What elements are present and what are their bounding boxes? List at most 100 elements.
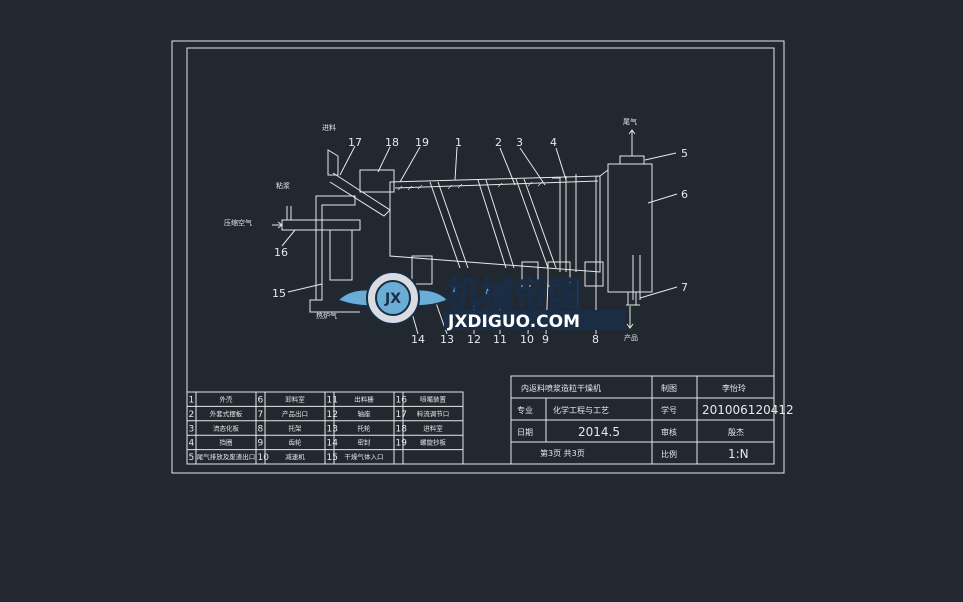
callout-12: 12: [467, 333, 481, 346]
parts-cell-name: 齿轮: [289, 438, 303, 447]
callout-11: 11: [493, 333, 507, 346]
parts-cell-no: 16: [396, 396, 408, 406]
leader-18: [377, 146, 391, 173]
product-outlet: [626, 292, 640, 306]
binder-inlet: [286, 206, 292, 220]
parts-cell-name: 外套式摆板: [210, 409, 243, 418]
watermark-en: JXDIGUO.COM: [447, 312, 580, 332]
parts-cell-name: 螺旋抄板: [420, 438, 447, 447]
parts-cell-name: 卸料室: [285, 395, 305, 404]
callout-1: 1: [455, 136, 462, 149]
parts-cell-no: 8: [258, 424, 264, 434]
callout-2: 2: [495, 136, 502, 149]
dryer-drawing: [272, 129, 678, 335]
helical-flights: [429, 178, 557, 269]
feed-chamber: [359, 169, 395, 193]
gear-hub-icon: [375, 280, 411, 316]
leader-15: [287, 283, 323, 293]
callout-10: 10: [520, 333, 534, 346]
callout-18: 18: [385, 136, 399, 149]
parts-cell-name: 产品出口: [282, 409, 308, 418]
parts-cell-name: 托架: [289, 423, 303, 432]
parts-cell-no: 2: [189, 410, 195, 420]
watermark-logo: JX 机械帝国 JXDIGUO.COM: [336, 271, 626, 332]
callout-8: 8: [592, 333, 599, 346]
tb-id-label: 学号: [661, 405, 677, 415]
feed-pipe: [327, 149, 339, 176]
callout-4: 4: [550, 136, 557, 149]
tb-major-value: 化学工程与工艺: [553, 405, 609, 415]
drum-liquid-line: [394, 180, 599, 189]
parts-cell-no: 17: [396, 410, 407, 420]
parts-cell-no: 12: [327, 410, 338, 420]
parts-cell-no: 10: [258, 453, 270, 463]
tb-title: 内返料喷浆造粒干燥机: [521, 383, 601, 393]
watermark-domain-band: [444, 310, 626, 330]
tb-review-value: 殷杰: [728, 427, 744, 437]
reducer: [547, 261, 571, 287]
flow-labels: 进料 尾气 粘浆 压缩空气 热炉气 产品: [224, 117, 638, 342]
tb-date-label: 日期: [517, 428, 533, 437]
tyre-left: [411, 255, 433, 285]
callout-5: 5: [681, 147, 688, 160]
leader-17: [339, 145, 356, 176]
leader-7: [639, 286, 678, 299]
leader-19: [399, 146, 421, 183]
leader-16: [281, 229, 296, 247]
parts-cell-name: 密封: [358, 438, 372, 447]
tb-drawn-value: 李怡玲: [722, 383, 746, 393]
parts-cell-no: 6: [258, 396, 264, 406]
compressed-air-arrow: [272, 221, 283, 229]
sheet-inner-border: [186, 47, 775, 465]
parts-cell-no: 4: [189, 439, 195, 449]
bracket: [584, 261, 604, 287]
parts-cell-name: 进料室: [423, 423, 443, 432]
parts-cell-name: 喷嘴装置: [420, 395, 447, 404]
parts-cell-name: 外壳: [220, 395, 234, 404]
leader-6: [647, 193, 678, 204]
label-hot-air: 热炉气: [316, 311, 337, 320]
callout-6: 6: [681, 188, 688, 201]
label-product: 产品: [624, 333, 638, 342]
label-compressed-air: 压缩空气: [224, 218, 252, 227]
parts-cell-no: 9: [258, 439, 264, 449]
retaining-rings: [552, 174, 577, 272]
tb-scale-label: 比例: [661, 449, 677, 459]
drum-body: [389, 175, 601, 273]
parts-cell-no: 11: [327, 396, 338, 406]
parts-cell-no: 5: [189, 453, 195, 463]
exhaust-arrow: [628, 129, 636, 156]
seal-top: [599, 169, 609, 177]
parts-cell-name: 挡圈: [220, 438, 233, 447]
parts-cell-name: 干燥气体入口: [345, 452, 384, 461]
left-base: [309, 299, 360, 313]
tb-page-info: 第3页 共3页: [540, 448, 585, 458]
parts-cell-name: 托轮: [358, 423, 372, 432]
sheet-outer-border: [171, 40, 785, 474]
parts-cell-name: 尾气排放及废渣出口: [197, 452, 256, 461]
parts-cell-no: 19: [396, 439, 408, 449]
liquid-hatch: [397, 181, 543, 191]
parts-cell-no: 15: [327, 453, 338, 463]
parts-cell-name: 出料栅: [354, 395, 374, 404]
parts-cell-no: 18: [396, 424, 408, 434]
leader-4: [555, 147, 567, 181]
product-arrow: [626, 306, 634, 329]
parts-cell-name: 流态化板: [213, 423, 240, 432]
watermark-badge: JX: [384, 291, 401, 307]
leader-5: [644, 152, 677, 161]
tb-date-value: 2014.5: [578, 425, 620, 439]
tb-major-label: 专业: [517, 405, 533, 415]
parts-cell-name: 料流调节口: [417, 409, 450, 418]
callout-3: 3: [516, 136, 523, 149]
callout-numbers: 1 2 3 4 5 6 7 8 9 10 11 12 13 14 15 16 1…: [272, 136, 688, 346]
parts-cell-name: 减速机: [285, 452, 305, 461]
tb-drawn-label: 制图: [661, 383, 677, 393]
leader-2: [499, 147, 516, 186]
parts-cell-no: 1: [189, 396, 195, 406]
parts-cell-no: 7: [258, 410, 264, 420]
parts-cell-no: 3: [189, 424, 195, 434]
